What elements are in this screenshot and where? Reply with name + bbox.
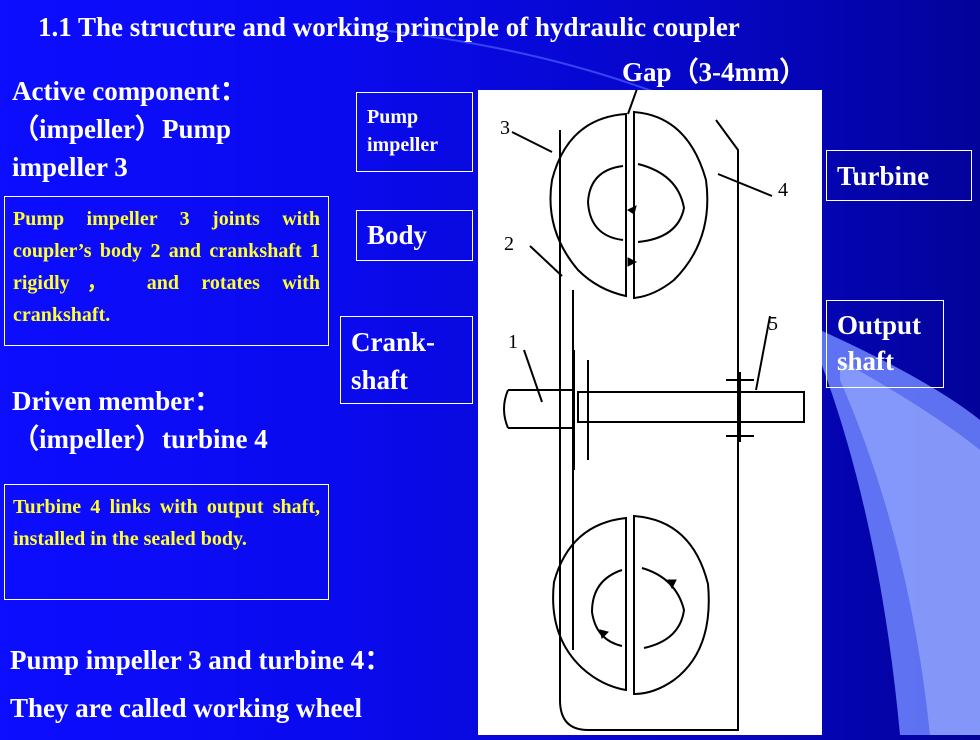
diagram-number-5: 5 [768, 313, 778, 335]
pump-impeller-label: Pump impeller [356, 92, 473, 172]
gap-label: Gap（3-4mm） [622, 57, 807, 87]
crank-label-line-1: Crank- [351, 327, 436, 357]
turbine-label: Turbine [826, 150, 972, 201]
turbine-description-box: Turbine 4 links with output shaft, insta… [4, 484, 329, 600]
driven-line-1: Driven member： [12, 386, 222, 416]
crankshaft-label: Crank- shaft [340, 316, 473, 404]
upper-turbine [633, 110, 709, 300]
active-line-3: impeller 3 [12, 152, 128, 182]
working-line-1: Pump impeller 3 and turbine 4： [10, 645, 392, 675]
pump-label-line-2: impeller [367, 134, 439, 156]
page-title: 1.1 The structure and working principle … [38, 12, 740, 42]
housing-outline [559, 119, 739, 731]
diagram-number-1: 1 [508, 331, 518, 353]
driven-member-text: Driven member： （impeller）turbine 4 [12, 382, 342, 458]
body-label: Body [356, 210, 473, 261]
crankshaft [508, 389, 574, 429]
diagram-number-3: 3 [500, 117, 510, 139]
coupler-drawing: 3 4 2 1 5 [500, 85, 805, 731]
diagram-number-2: 2 [504, 233, 514, 255]
diagram-number-4: 4 [778, 179, 788, 201]
pump-label-line-1: Pump [367, 106, 419, 128]
active-line-2: （impeller）Pump [12, 114, 231, 144]
lower-impeller [552, 516, 627, 692]
output-label-line-2: shaft [837, 346, 895, 376]
coupler-diagram: 3 4 2 1 5 [478, 85, 822, 735]
working-wheel-text: Pump impeller 3 and turbine 4： They are … [10, 636, 480, 732]
lower-turbine [633, 514, 710, 696]
pump-impeller-description-box: Pump impeller 3 joints with coupler’s bo… [4, 196, 329, 346]
output-shaft [577, 391, 805, 423]
upper-impeller [549, 112, 627, 298]
crank-label-line-2: shaft [351, 365, 409, 395]
output-shaft-label: Output shaft [826, 300, 944, 388]
working-line-2: They are called working wheel [10, 693, 362, 723]
active-line-1: Active component： [12, 76, 247, 106]
output-label-line-1: Output [837, 310, 922, 340]
active-component-text: Active component： （impeller）Pump impelle… [12, 72, 332, 186]
driven-line-2: （impeller）turbine 4 [12, 424, 268, 454]
